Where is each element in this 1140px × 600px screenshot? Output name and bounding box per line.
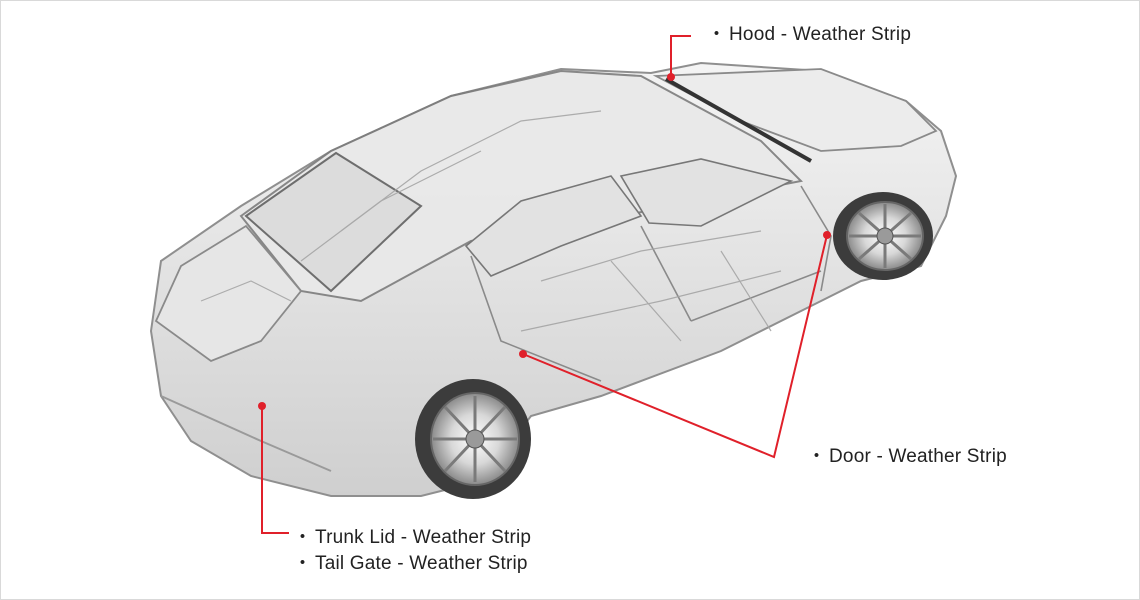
- hood-callout-label: ・Hood - Weather Strip: [707, 22, 911, 48]
- door-callout-label: ・Door - Weather Strip: [807, 444, 1007, 470]
- trunk-lid-callout-label: ・Trunk Lid - Weather Strip: [293, 525, 531, 551]
- tail-gate-callout-text: Tail Gate - Weather Strip: [315, 553, 528, 574]
- door-marker-front: [823, 231, 831, 239]
- bullet-icon: ・: [807, 444, 829, 470]
- bullet-icon: ・: [293, 525, 315, 551]
- rear-wheel: [415, 379, 531, 499]
- door-marker-rear: [519, 350, 527, 358]
- trunk-lid-callout-text: Trunk Lid - Weather Strip: [315, 527, 531, 548]
- tail-gate-callout-label: ・Tail Gate - Weather Strip: [293, 551, 528, 577]
- bullet-icon: ・: [293, 551, 315, 577]
- door-callout-text: Door - Weather Strip: [829, 446, 1007, 467]
- hood-marker: [667, 73, 675, 81]
- hood-callout-text: Hood - Weather Strip: [729, 24, 911, 45]
- front-wheel: [833, 192, 933, 280]
- bullet-icon: ・: [707, 22, 729, 48]
- trunk-marker: [258, 402, 266, 410]
